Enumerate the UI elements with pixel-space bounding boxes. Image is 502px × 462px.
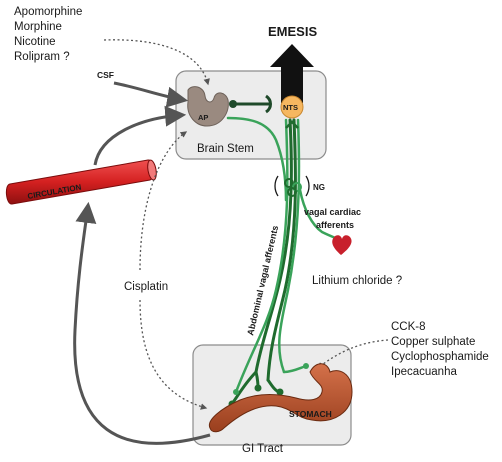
ng-label: NG (313, 183, 325, 192)
emetic-drugs-gi-list: CCK-8 Copper sulphate Cyclophosphamide I… (391, 321, 489, 378)
fiber-terminal (303, 363, 309, 369)
drug-cyclophosphamide: Cyclophosphamide (391, 351, 489, 363)
vagal-cardiac-label-line1: vagal cardiac (304, 207, 361, 217)
brain-stem-label: Brain Stem (197, 143, 254, 155)
cisplatin-to-gi-dotted-arrow (139, 299, 208, 410)
nts-receiving-terminal (285, 120, 299, 129)
fiber-terminal (276, 388, 284, 396)
nodose-ganglion (274, 175, 310, 197)
stomach-label: STOMACH (289, 409, 332, 419)
emesis-arrow (270, 44, 314, 103)
emetic-drugs-top-list: Apomorphine Morphine Nicotine Rolipram ? (14, 6, 82, 63)
cisplatin-label: Cisplatin (124, 281, 168, 293)
gi-tract-label: GI Tract (242, 443, 284, 455)
nts-nucleus (280, 95, 304, 119)
ap-label: AP (198, 113, 208, 122)
csf-arrow (113, 81, 189, 108)
csf-label: CSF (97, 70, 114, 80)
lithium-chloride-label: Lithium chloride ? (312, 275, 402, 287)
drug-cck8: CCK-8 (391, 321, 426, 333)
emesis-title: EMESIS (268, 24, 317, 39)
heart-icon (332, 235, 352, 255)
fiber-terminal (233, 389, 239, 395)
area-postrema-tissue (187, 86, 229, 127)
drug-nicotine: Nicotine (14, 36, 56, 48)
stomach-organ (208, 363, 353, 433)
fiber-terminal (254, 384, 262, 392)
abdominal-vagal-afferents-label: Abdominal vagal afferents (245, 225, 280, 337)
drug-morphine: Morphine (14, 21, 62, 33)
drug-copper-sulphate: Copper sulphate (391, 336, 475, 348)
nts-label: NTS (283, 103, 298, 112)
circulation-to-ap-arrow (93, 105, 187, 166)
vagal-cardiac-label-line2: afferents (316, 220, 354, 230)
gi-to-circulation-arrow (73, 201, 211, 445)
circulation-vessel: CIRCULATION (5, 159, 157, 205)
drug-ipecacuanha: Ipecacuanha (391, 366, 457, 378)
cisplatin-to-ap-dotted-arrow (139, 131, 188, 271)
ap-to-nts-terminal (265, 94, 272, 114)
drug-apomorphine: Apomorphine (14, 6, 82, 18)
drug-rolipram: Rolipram ? (14, 51, 70, 63)
